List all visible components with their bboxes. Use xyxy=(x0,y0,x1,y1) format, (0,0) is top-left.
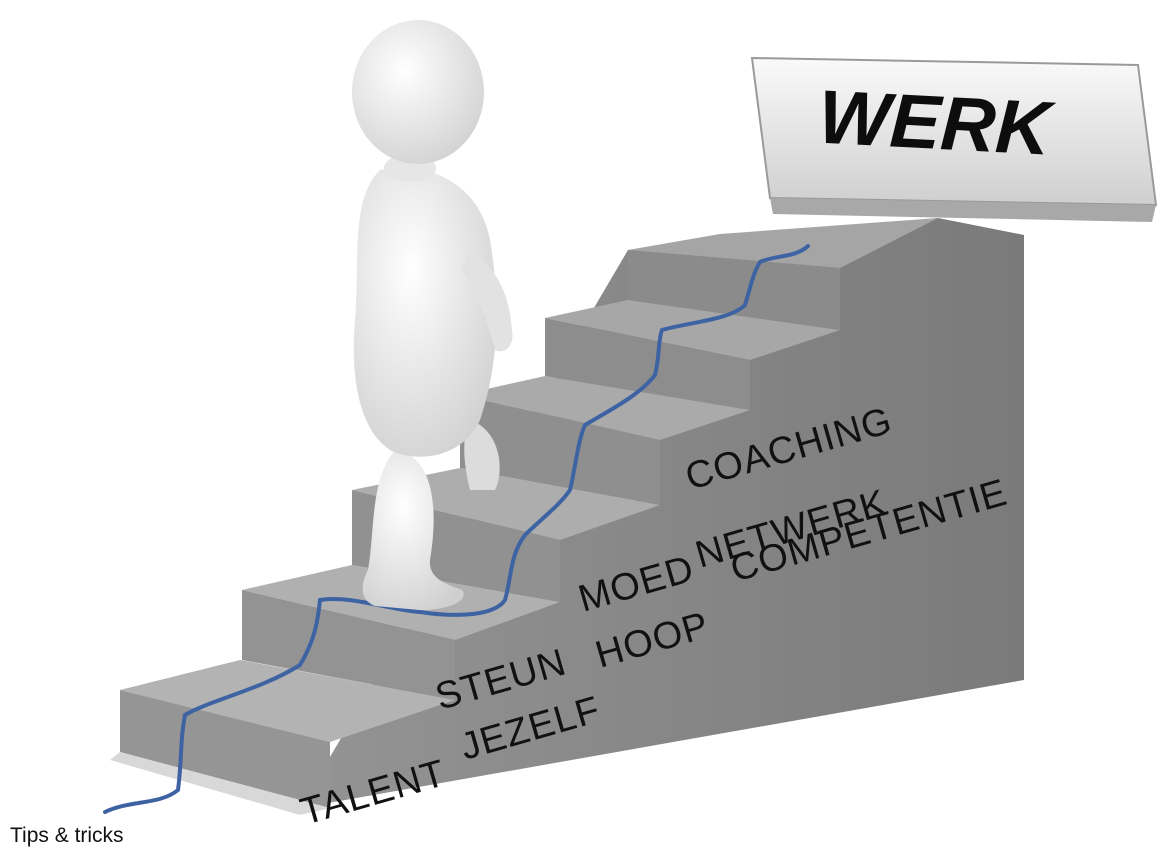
werk-sign-label: WERK xyxy=(816,75,1057,172)
caption-text: Tips & tricks xyxy=(10,824,124,847)
werk-sign: WERK xyxy=(750,56,1158,222)
climbing-figure xyxy=(352,20,513,610)
staircase xyxy=(110,218,1024,815)
progress-path-line xyxy=(103,244,810,814)
